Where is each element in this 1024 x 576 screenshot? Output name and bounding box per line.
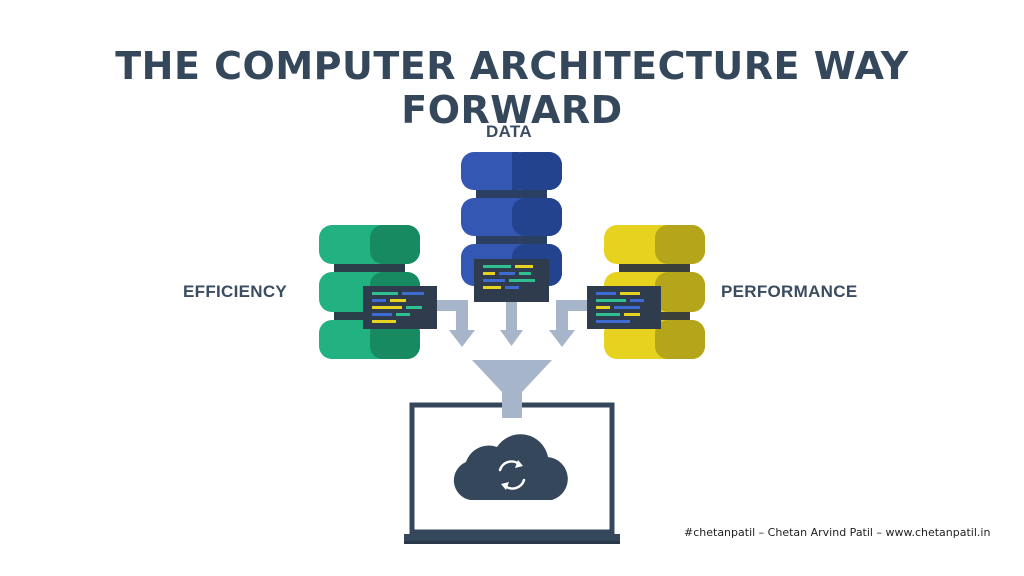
right-arrow-icon bbox=[549, 300, 587, 347]
data-code-window-icon bbox=[474, 259, 549, 302]
efficiency-label: EFFICIENCY bbox=[183, 282, 288, 301]
funnel-icon bbox=[472, 360, 552, 418]
efficiency-code-window-icon bbox=[363, 286, 437, 329]
footer-credit: #chetanpatil – Chetan Arvind Patil – www… bbox=[684, 526, 991, 539]
center-arrow-icon bbox=[500, 302, 523, 346]
arrows bbox=[437, 300, 587, 347]
performance-code-window-icon bbox=[587, 286, 661, 329]
performance-label: PERFORMANCE bbox=[721, 282, 858, 301]
left-arrow-icon bbox=[437, 300, 475, 347]
cloud-sync-icon bbox=[453, 434, 568, 500]
page-title: THE COMPUTER ARCHITECTURE WAY FORWARD bbox=[115, 44, 909, 132]
laptop-icon bbox=[404, 400, 620, 544]
data-label: DATA bbox=[486, 122, 532, 141]
